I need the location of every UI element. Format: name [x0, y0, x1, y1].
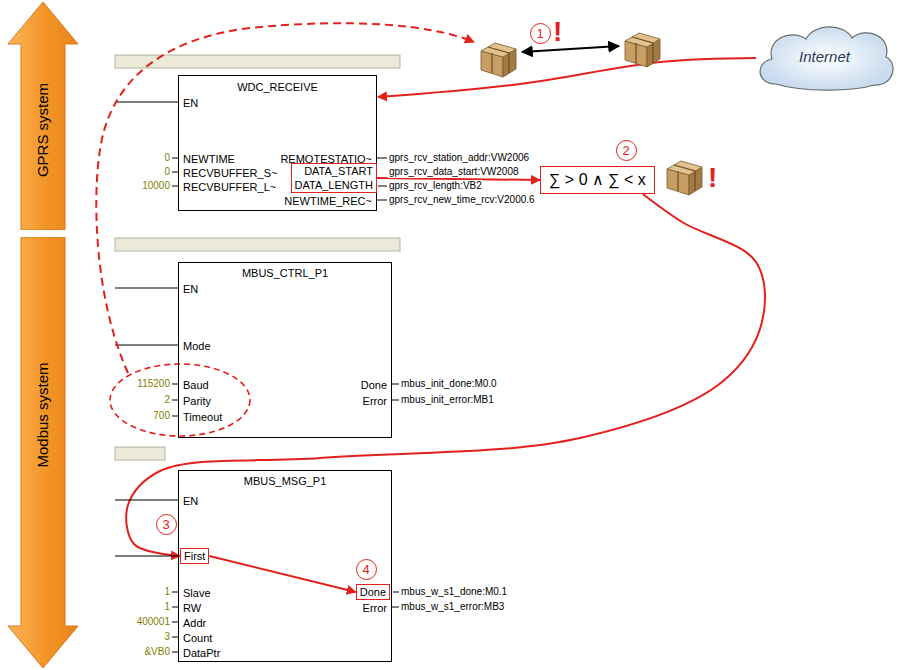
- parameter-value: 1: [164, 586, 170, 598]
- pin-name: First: [184, 549, 205, 563]
- pin-name: Error: [363, 601, 387, 615]
- pin-name: Parity: [183, 394, 211, 408]
- pin-name: Done: [360, 585, 386, 599]
- pin-ticks: [172, 158, 399, 652]
- function-block: MBUS_CTRL_P1EN ModeBaudParityTimeout DoneE…: [178, 262, 392, 438]
- rung-header-bar: [115, 238, 400, 251]
- parcel-icon: [667, 161, 702, 195]
- pin-name: EN: [183, 494, 198, 508]
- pin-tick: [392, 384, 399, 385]
- pin-name: Count: [183, 631, 212, 645]
- connector-arrow: [378, 58, 756, 97]
- internet-cloud: Internet: [752, 20, 897, 92]
- variable-label: gprs_rcv_station_addr:VW2006: [388, 152, 530, 164]
- system-arrow: Modbus system: [8, 237, 78, 668]
- enable-wire: [115, 101, 178, 102]
- pin-name: EN: [183, 96, 198, 110]
- highlight-box: Done: [356, 584, 390, 600]
- link-double-arrow: [522, 46, 619, 52]
- ladder-wires: [115, 102, 178, 556]
- pin-tick: [393, 592, 399, 593]
- callout-circle: 4: [356, 559, 377, 580]
- parameter-value: 0: [164, 166, 170, 178]
- pin-name: REMOTESTATIO~: [280, 152, 372, 166]
- parameter-value: 400001: [137, 616, 170, 628]
- condition-formula: ∑ > 0 ∧ ∑ < x: [549, 170, 646, 190]
- rung-header-bar: [115, 55, 400, 68]
- pin-name: NEWTIME: [183, 152, 235, 166]
- connector-arrow: [209, 556, 355, 592]
- callout-number: 3: [162, 517, 169, 532]
- highlight-box: DATA_STARTDATA_LENGTH: [291, 163, 377, 193]
- mode-wire: [115, 344, 178, 345]
- cloud-label: Internet: [799, 48, 850, 65]
- variable-label: mbus_w_s1_done:M0.1: [400, 586, 508, 598]
- pin-tick: [392, 400, 399, 401]
- highlight-box: First: [180, 548, 209, 564]
- callout-number: 1: [536, 26, 543, 41]
- system-label: Modbus system: [34, 362, 52, 467]
- pin-name: Done: [361, 378, 387, 392]
- pin-name: RW: [183, 601, 201, 615]
- parameter-value: 115200: [137, 378, 170, 390]
- callout-number: 2: [622, 143, 629, 158]
- pin-name: DataPtr: [183, 646, 220, 660]
- variable-label: mbus_w_s1_error:MB3: [400, 601, 505, 613]
- pin-tick: [377, 200, 387, 201]
- function-block: DATA_STARTDATA_LENGTH WDC_RECEIVE EN NEWTIM…: [178, 75, 377, 211]
- pin-name: Addr: [183, 616, 206, 630]
- pin-name: EN: [183, 282, 198, 296]
- pin-name: RECVBUFFER_S~: [183, 166, 277, 180]
- callout-circle: 2: [616, 140, 637, 161]
- parameter-value: 2: [164, 394, 170, 406]
- dashed-highlight: [110, 364, 250, 436]
- pin-name: Error: [363, 394, 387, 408]
- pin-name: DATA_LENGTH: [295, 178, 373, 192]
- variable-label: mbus_init_done:M0.0: [400, 378, 498, 390]
- callout-circle: 3: [156, 514, 177, 535]
- exclamation-mark: !: [708, 163, 717, 193]
- pin-name: Timeout: [183, 410, 222, 424]
- callout-number: 4: [362, 562, 369, 577]
- variable-label: gprs_rcv_new_time_rcv:V2000.6: [388, 194, 536, 206]
- variable-label: gprs_rcv_data_start:VW2008: [388, 166, 520, 178]
- pin-name: Baud: [183, 378, 209, 392]
- parameter-value: &VB0: [144, 646, 170, 658]
- pin-name: DATA_START: [304, 164, 373, 178]
- enable-wire: [115, 287, 178, 288]
- pin-name: Slave: [183, 586, 211, 600]
- system-arrow: GPRS system: [8, 2, 78, 230]
- variable-label: gprs_rcv_length:VB2: [388, 180, 483, 192]
- pin-name: RECVBUFFER_L~: [183, 180, 276, 194]
- exclamation-mark: !: [553, 17, 562, 47]
- pin-tick: [377, 158, 387, 159]
- arrow-body: [8, 2, 78, 230]
- parameter-value: 1: [164, 601, 170, 613]
- block-title: MBUS_MSG_P1: [179, 474, 391, 488]
- parcel-icon: [625, 33, 660, 67]
- system-label: GPRS system: [34, 83, 52, 177]
- block-title: MBUS_CTRL_P1: [179, 266, 391, 280]
- enable-wire: [115, 499, 178, 500]
- pin-tick: [392, 607, 399, 608]
- parameter-value: 3: [164, 631, 170, 643]
- parameter-value: 0: [164, 152, 170, 164]
- condition-box: ∑ > 0 ∧ ∑ < x: [540, 166, 655, 194]
- pin-name: NEWTIME_REC~: [284, 194, 372, 208]
- parameter-value: 700: [153, 410, 170, 422]
- arrow-body: [8, 237, 78, 668]
- cloud-outline: [760, 27, 893, 90]
- block-title: WDC_RECEIVE: [179, 80, 376, 94]
- variable-label: mbus_init_error:MB1: [400, 394, 495, 406]
- first-wire: [115, 555, 178, 556]
- parameter-value: 10000: [142, 180, 170, 192]
- callout-circle: 1: [530, 23, 551, 44]
- pin-tick: [378, 186, 387, 187]
- parcel-icon: [481, 43, 516, 77]
- rung-header-bar: [115, 447, 165, 460]
- pin-name: Mode: [183, 339, 211, 353]
